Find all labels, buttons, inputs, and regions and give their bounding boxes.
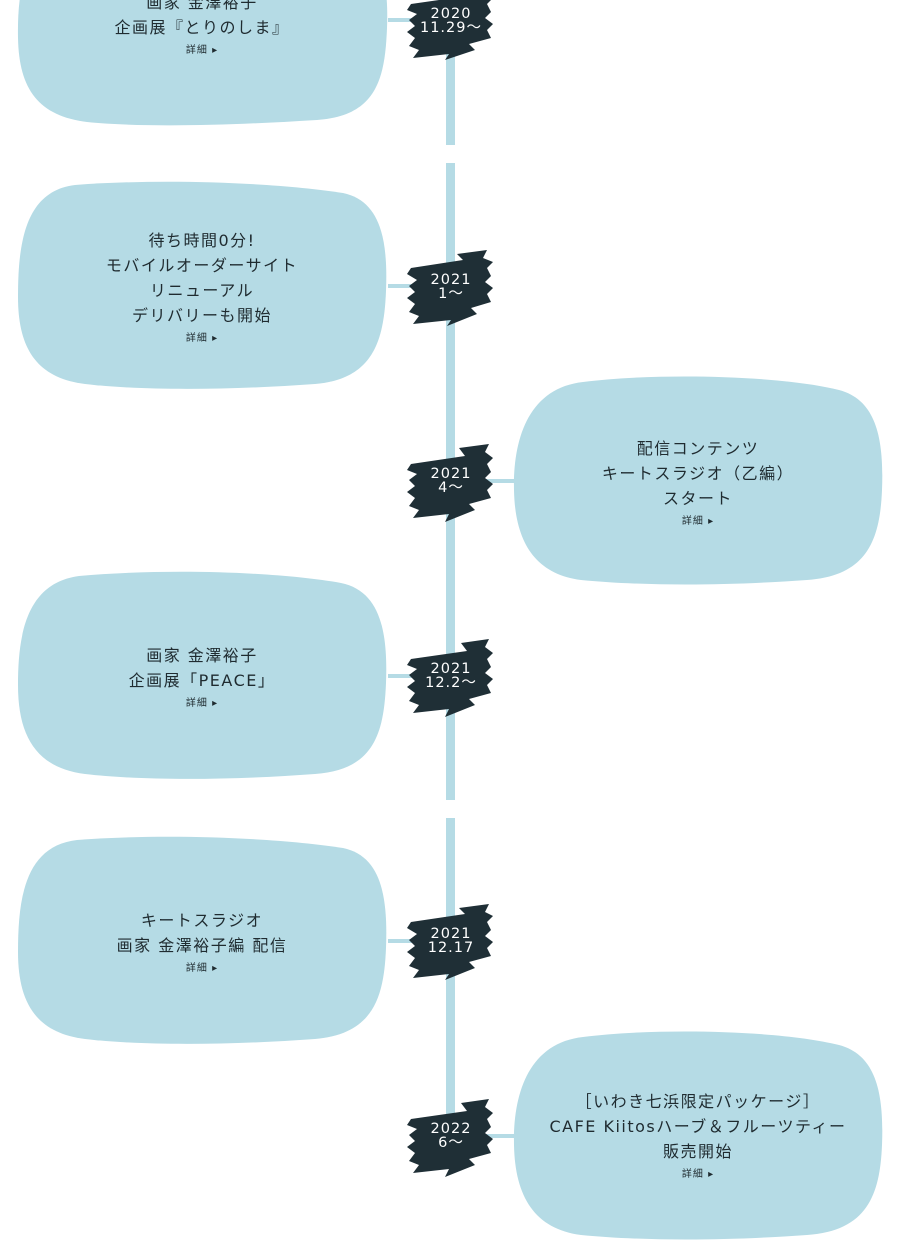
date-badge: 2021 4〜	[405, 436, 497, 526]
timeline-entry-card[interactable]: 画家 金澤裕子 企画展「PEACE」 詳細 ▸	[17, 571, 387, 781]
date-badge: 2021 12.17	[405, 896, 497, 986]
entry-text-line: 販売開始	[662, 1142, 733, 1161]
brush-stroke-icon	[407, 0, 493, 60]
blob-shape	[17, 0, 388, 126]
entry-text-line: 企画展『とりのしま』	[114, 18, 290, 37]
badge-date: 4〜	[438, 480, 464, 496]
blob-shape	[18, 836, 387, 1044]
badge-date: 11.29〜	[419, 20, 482, 36]
brush-stroke-icon	[407, 904, 493, 980]
entry-text-line: キートスラジオ（乙編）	[601, 463, 795, 483]
detail-link[interactable]: 詳細 ▸	[185, 963, 219, 974]
badge-year: 2021	[430, 466, 472, 482]
entry-text-line: キートスラジオ	[140, 911, 264, 930]
entry-text-line: 企画展「PEACE」	[128, 671, 276, 690]
timeline-entry-card[interactable]: 配信コンテンツ キートスラジオ（乙編） スタート 詳細 ▸	[513, 376, 883, 586]
badge-date: 1〜	[438, 286, 464, 302]
badge-year: 2021	[430, 661, 472, 677]
entry-text-line: CAFE Kiitosハーブ＆フルーツティー	[549, 1117, 847, 1136]
detail-link[interactable]: 詳細 ▸	[185, 45, 219, 56]
timeline-entry-card[interactable]: キートスラジオ 画家 金澤裕子編 配信 詳細 ▸	[17, 836, 387, 1046]
badge-year: 2020	[430, 6, 472, 22]
timeline-entry-card[interactable]: 画家 金澤裕子 企画展『とりのしま』 詳細 ▸	[17, 0, 388, 128]
badge-year: 2022	[430, 1121, 472, 1137]
timeline-line-segment	[446, 818, 455, 1150]
entry-text-line: 画家 金澤裕子編 配信	[116, 936, 288, 955]
detail-link[interactable]: 詳細 ▸	[681, 515, 715, 527]
badge-date: 12.2〜	[425, 675, 477, 691]
badge-year: 2021	[430, 272, 472, 288]
badge-date: 12.17	[427, 940, 475, 956]
timeline-line-segment	[446, 0, 455, 145]
entry-text-line: 配信コンテンツ	[636, 438, 760, 458]
blob-shape	[513, 376, 883, 585]
detail-link[interactable]: 詳細 ▸	[185, 333, 219, 344]
entry-text-line: モバイルオーダーサイト	[105, 256, 299, 275]
entry-text-line: 待ち時間0分!	[148, 231, 256, 250]
date-badge: 2021 12.2〜	[405, 631, 497, 721]
blob-shape	[18, 181, 387, 389]
timeline-entry-card[interactable]: 待ち時間0分! モバイルオーダーサイト リニューアル デリバリーも開始 詳細 ▸	[17, 181, 387, 391]
entry-text-line: 画家 金澤裕子	[146, 0, 258, 12]
detail-link[interactable]: 詳細 ▸	[681, 1169, 715, 1180]
entry-text-line: ［いわき七浜限定パッケージ］	[575, 1092, 821, 1111]
entry-text-line: リニューアル	[149, 281, 255, 300]
detail-link[interactable]: 詳細 ▸	[185, 698, 219, 709]
brush-stroke-icon	[407, 250, 493, 326]
date-badge: 2020 11.29〜	[405, 0, 497, 66]
brush-stroke-icon	[407, 444, 493, 522]
blob-shape	[18, 571, 387, 779]
brush-stroke-icon	[407, 639, 493, 717]
timeline-entry-card[interactable]: ［いわき七浜限定パッケージ］ CAFE Kiitosハーブ＆フルーツティー 販売…	[513, 1031, 883, 1241]
entry-text-line: 画家 金澤裕子	[146, 646, 258, 665]
date-badge: 2021 1〜	[405, 242, 497, 332]
entry-text-line: デリバリーも開始	[131, 306, 272, 325]
entry-text-line: スタート	[662, 488, 733, 508]
badge-year: 2021	[430, 926, 472, 942]
date-badge: 2022 6〜	[405, 1091, 497, 1181]
badge-date: 6〜	[438, 1135, 464, 1151]
